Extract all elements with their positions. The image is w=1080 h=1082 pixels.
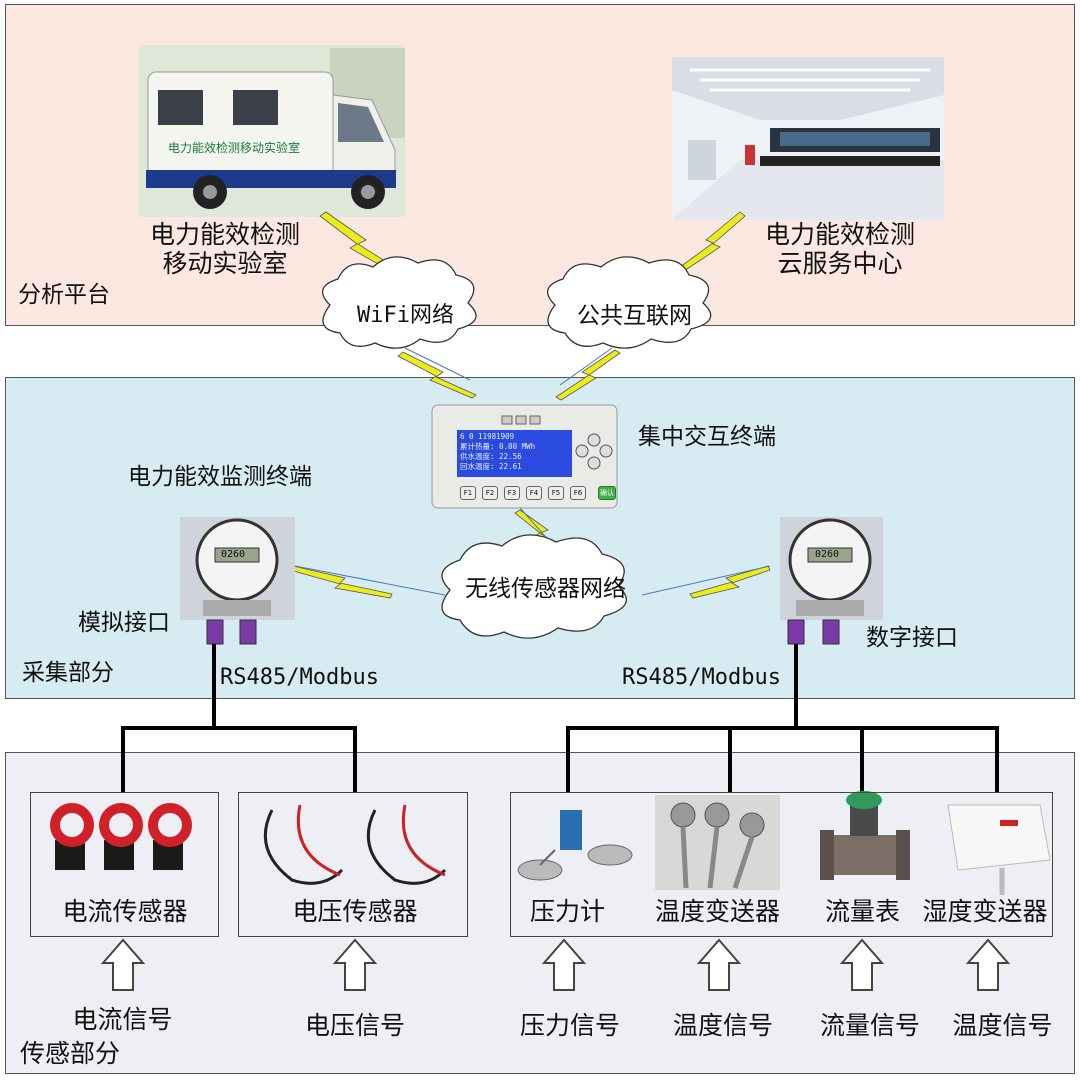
central-terminal-label: 集中交互终端 bbox=[638, 424, 776, 450]
terminal-key[interactable]: F6 bbox=[570, 486, 586, 500]
central-terminal-image bbox=[431, 404, 618, 509]
temperature-transmitter-image bbox=[655, 795, 780, 890]
terminal-key[interactable]: F3 bbox=[504, 486, 520, 500]
meter-display-left: 0260 bbox=[221, 549, 246, 560]
terminal-key[interactable]: F4 bbox=[526, 486, 542, 500]
sensing-panel bbox=[5, 752, 1075, 1074]
terminal-key[interactable]: F1 bbox=[460, 486, 476, 500]
analysis-platform-section-label: 分析平台 bbox=[18, 282, 110, 308]
sensor-label: 温度变送器 bbox=[654, 897, 780, 926]
signal-label: 压力信号 bbox=[519, 1011, 620, 1040]
sensor-label: 湿度变送器 bbox=[922, 897, 1048, 926]
bus-wiring bbox=[121, 644, 999, 792]
terminal-ok-key[interactable]: 确认 bbox=[598, 486, 616, 500]
signal-label: 电流信号 bbox=[72, 1005, 173, 1034]
sensor-label: 电流传感器 bbox=[62, 897, 188, 926]
van-side-text: 电力能效检测移动实验室 bbox=[168, 140, 300, 155]
sensing-section-label: 传感部分 bbox=[20, 1039, 121, 1068]
rs485-left-label: RS485/Modbus bbox=[220, 665, 379, 690]
terminal-screen: 6 0 11981909 累计热量: 0.00 MWh 供水温度: 22.56 … bbox=[460, 432, 536, 472]
electrical-sensor-box-current bbox=[30, 792, 219, 937]
monitor-terminal-meter-right bbox=[780, 517, 883, 645]
cloud-service-center-image bbox=[672, 57, 944, 220]
mobile-lab-label: 电力能效检测 移动实验室 bbox=[149, 220, 300, 278]
current-sensor-image bbox=[50, 803, 192, 870]
signal-label: 温度信号 bbox=[952, 1011, 1053, 1040]
electrical-sensor-box-voltage bbox=[238, 792, 468, 937]
network-clouds bbox=[322, 256, 712, 639]
wifi-network-label: WiFi网络 bbox=[357, 303, 454, 328]
monitor-terminal-label: 电力能效监测终端 bbox=[128, 464, 312, 490]
wireless-sensor-network-label: 无线传感器网络 bbox=[465, 576, 626, 602]
sensor-label: 电压传感器 bbox=[292, 897, 418, 926]
mobile-lab-van-image: 电力能效检测移动实验室 bbox=[139, 45, 405, 217]
collection-section-label: 采集部分 bbox=[22, 660, 114, 686]
signal-label: 电压信号 bbox=[304, 1011, 405, 1040]
analog-interface-label: 模拟接口 bbox=[78, 610, 170, 636]
wireless-links bbox=[289, 211, 771, 599]
signal-arrows bbox=[100, 938, 1011, 991]
terminal-key[interactable]: F2 bbox=[482, 486, 498, 500]
process-sensor-box bbox=[510, 792, 1053, 937]
digital-interface-label: 数字接口 bbox=[866, 625, 958, 651]
monitor-terminal-meter-left bbox=[180, 517, 295, 645]
cloud-center-label: 电力能效检测 云服务中心 bbox=[764, 220, 915, 278]
terminal-key[interactable]: F5 bbox=[548, 486, 564, 500]
sensor-label: 压力计 bbox=[529, 897, 605, 926]
sensor-label: 流量表 bbox=[824, 897, 900, 926]
signal-label: 温度信号 bbox=[672, 1011, 773, 1040]
public-internet-label: 公共互联网 bbox=[577, 303, 692, 329]
terminal-keypad: F1 F2 F3 F4 F5 F6 确认 bbox=[460, 486, 616, 500]
voltage-sensor-image bbox=[263, 804, 447, 885]
meter-display-right: 0260 bbox=[815, 549, 840, 560]
pressure-gauge-image bbox=[517, 810, 633, 881]
rs485-right-label: RS485/Modbus bbox=[622, 665, 781, 690]
flow-meter-image bbox=[820, 791, 910, 880]
signal-label: 流量信号 bbox=[819, 1011, 920, 1040]
humidity-transmitter-image bbox=[947, 804, 1051, 895]
